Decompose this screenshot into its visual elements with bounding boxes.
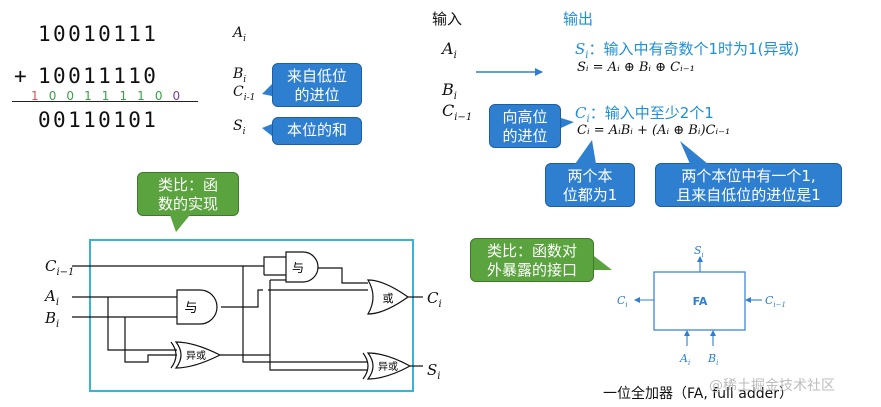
label-s: Si [233, 118, 246, 137]
fa-caption: 一位全加器（FA, full adder） [603, 386, 793, 402]
addend-b: 10011110 [38, 64, 159, 88]
and-gate-carry-label: 与 [292, 261, 304, 275]
carry-digit: 0 [154, 89, 163, 103]
circuit-input-b: Bi [45, 309, 60, 330]
s-formula: Sᵢ = Aᵢ ⊕ Bᵢ ⊕ Cᵢ₋₁ [577, 60, 695, 75]
watermark: @稀土掘金技术社区 [709, 378, 835, 394]
logic-gates [170, 251, 412, 380]
carry-digit: 0 [48, 89, 57, 103]
addend-a: 10010111 [38, 22, 159, 46]
sum-divider [12, 101, 198, 102]
circuit-output-c: Ci [427, 289, 442, 310]
label-b: Bi [233, 66, 247, 85]
circuit-input-c: Ci−1 [45, 257, 75, 278]
circuit-input-a: Ai [45, 287, 60, 308]
callout-function-impl: 类比：函 数的实现 [137, 172, 239, 216]
and-gate-carry [285, 251, 319, 283]
carry-digit: 1 [137, 89, 145, 103]
xor-gate-sum [366, 352, 412, 380]
sum-result: 00110101 [38, 108, 159, 132]
carry-digit: 1 [101, 89, 110, 103]
callout-function-interface: 类比：函数对 外暴露的接口 [470, 238, 594, 282]
plus-sign: + [14, 64, 30, 88]
circuit-frame [89, 239, 414, 392]
input-a: Ai [442, 39, 457, 62]
callout-carry-to-high: 向高位 的进位 [489, 104, 561, 148]
or-gate [366, 279, 410, 315]
tail-carry-to-high [561, 118, 574, 128]
or-gate-label: 或 [383, 292, 394, 305]
callout-both-ones: 两个本 位都为1 [545, 163, 635, 207]
tail-sum-bit [262, 124, 272, 136]
tail-function-impl [170, 215, 190, 232]
label-a: Ai [233, 25, 247, 44]
fa-box [653, 271, 746, 331]
circuit-wires [72, 256, 423, 371]
input-b: Bi [442, 80, 457, 103]
carry-digit: 0 [66, 89, 75, 103]
input-c: Ci−1 [442, 101, 473, 124]
and-gate-ab-label: 与 [184, 301, 197, 316]
input-title: 输入 [432, 10, 463, 28]
xor-gate-sum-label: 异或 [378, 361, 398, 373]
output-title: 输出 [563, 10, 594, 28]
tail-function-interface [594, 256, 612, 270]
fa-input-c: Ci−1 [765, 294, 786, 310]
fa-input-b: Bi [708, 352, 719, 368]
carry-digit: 1 [31, 89, 39, 103]
tail-carry-from-low [262, 84, 272, 96]
c-definition: Ci：输入中至少2个1 [575, 104, 714, 125]
fa-output-c: Ci [617, 294, 628, 310]
tail-one-and-carry [680, 141, 708, 164]
s-definition: Si：输入中有奇数个1时为1(异或) [575, 40, 800, 61]
xor-gate-ab [174, 341, 222, 369]
circuit-output-s: Si [427, 361, 441, 382]
xor-gate-ab-label: 异或 [186, 350, 206, 362]
fa-input-a: Ai [680, 352, 691, 368]
carry-digit: 1 [84, 89, 92, 103]
fa-connectors [634, 256, 762, 346]
and-gate-ab [176, 289, 218, 325]
fa-output-s: Si [694, 244, 704, 260]
tail-both-ones [575, 140, 596, 164]
label-c: Ci-1 [233, 84, 256, 103]
carry-digit: 0 [172, 89, 181, 103]
callout-carry-from-low: 来自低位 的进位 [272, 63, 362, 107]
callout-one-and-carry: 两个本位中有一个1, 且来自低位的进位是1 [655, 163, 842, 207]
c-formula: Cᵢ = AᵢBᵢ + (Aᵢ ⊕ Bᵢ)Cᵢ₋₁ [577, 123, 731, 138]
carry-digit: 1 [119, 89, 128, 103]
callout-sum-bit: 本位的和 [272, 117, 362, 145]
fa-box-label: FA [693, 295, 708, 308]
